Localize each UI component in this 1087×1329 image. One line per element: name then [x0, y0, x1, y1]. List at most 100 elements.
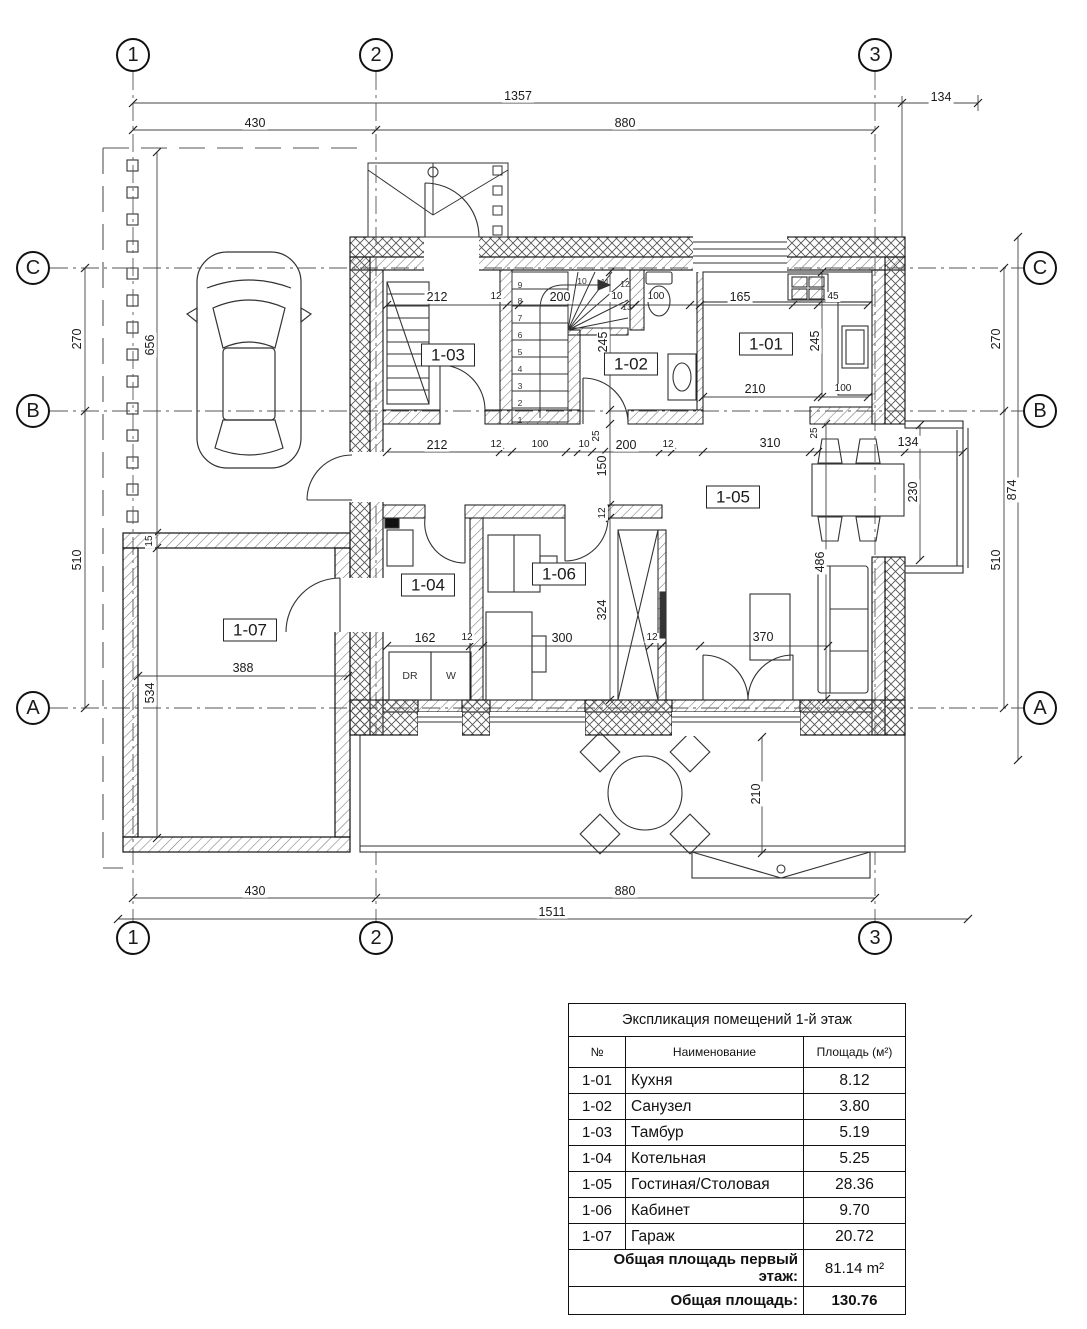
doors — [285, 182, 794, 701]
axis-bubble-label: B — [16, 394, 50, 428]
boiler-room-equipment — [384, 517, 472, 701]
schedule-col-number: № — [568, 1036, 626, 1068]
dim-label: 874 — [1004, 477, 1019, 503]
schedule-cell: 1-04 — [568, 1145, 626, 1172]
schedule-cell: 5.25 — [803, 1145, 906, 1172]
door-1-03 — [439, 364, 486, 411]
door-1-06 — [564, 517, 609, 562]
stair-arrow — [597, 279, 612, 291]
schedule-cell: Тамбур — [625, 1119, 804, 1146]
terrace-round-table — [607, 755, 683, 831]
dim-label: 430 — [242, 115, 268, 130]
dim-label: 15 — [144, 533, 155, 549]
dim-label: 162 — [412, 630, 438, 645]
stair-step-number: 2 — [517, 397, 523, 408]
appliance-label: DR — [402, 669, 418, 682]
stair-step-number: 6 — [517, 329, 523, 340]
appliance-label: W — [446, 669, 456, 682]
kitchen-counter — [702, 271, 873, 396]
dim-label: 200 — [613, 437, 639, 452]
dim-label: 388 — [230, 660, 256, 675]
axis-bubble-label: 3 — [858, 921, 892, 955]
stove — [791, 276, 808, 288]
schedule-cell: Котельная — [625, 1145, 804, 1172]
dim-label: 12 — [644, 632, 660, 643]
axis-bubble-label: 2 — [359, 921, 393, 955]
stair-step-number: 5 — [517, 346, 523, 357]
dimension-lines — [80, 95, 1023, 924]
stair-step-number: 1 — [517, 414, 523, 425]
fence-posts — [126, 159, 139, 523]
dim-label: 200 — [547, 289, 573, 304]
dim-label: 370 — [750, 629, 776, 644]
schedule-cell: Гостиная/Столовая — [625, 1171, 804, 1198]
schedule-total-row: Общая площадь:130.76 — [568, 1286, 906, 1315]
dim-label: 1357 — [502, 88, 534, 103]
stair-step-number: 11 — [600, 276, 610, 287]
dim-label: 270 — [69, 326, 84, 352]
dim-label: 212 — [424, 289, 450, 304]
dim-label: 12 — [597, 505, 608, 521]
dim-label: 12 — [488, 291, 504, 302]
windows — [418, 241, 800, 723]
interior-walls — [382, 269, 873, 701]
coffee-table — [749, 593, 791, 661]
room-label: 1-04 — [400, 573, 456, 597]
dim-label: 245 — [595, 329, 610, 355]
dim-label: 210 — [748, 781, 763, 807]
schedule-col-area: Площадь (м²) — [803, 1036, 906, 1068]
wardrobe-1-03 — [386, 281, 430, 405]
office-furniture — [485, 534, 558, 701]
dim-label: 230 — [905, 479, 920, 505]
schedule-cell: 5.19 — [803, 1119, 906, 1146]
dim-label: 100 — [832, 383, 854, 394]
dim-label: 880 — [612, 883, 638, 898]
stair-step-number: 9 — [517, 279, 523, 290]
schedule-cell: 1-06 — [568, 1197, 626, 1224]
furniture — [384, 271, 905, 701]
stair-step-number: 13 — [622, 301, 632, 312]
wall-openings — [334, 235, 800, 736]
schedule-cell: Санузел — [625, 1093, 804, 1120]
axis-bubble-label: B — [1023, 394, 1057, 428]
schedule-total-value: 130.76 — [803, 1286, 906, 1315]
schedule-cell: 9.70 — [803, 1197, 906, 1224]
dim-label: 270 — [988, 326, 1003, 352]
axis-bubble-label: 2 — [359, 38, 393, 72]
dim-label: 150 — [594, 453, 609, 479]
dim-label: 300 — [549, 630, 575, 645]
kitchen-sink — [841, 325, 869, 369]
stair-step-number: 4 — [517, 363, 523, 374]
door-to-carport — [306, 454, 353, 501]
axis-bubble-label: 3 — [858, 38, 892, 72]
room-label: 1-06 — [531, 562, 587, 586]
garage-door — [285, 577, 341, 633]
dim-label: 45 — [825, 291, 841, 302]
terrace — [359, 731, 906, 879]
stair-step-number: 8 — [517, 295, 523, 306]
site-boundary — [102, 147, 362, 869]
schedule-cell: 20.72 — [803, 1223, 906, 1250]
schedule-cell: 1-07 — [568, 1223, 626, 1250]
dim-label: 12 — [660, 439, 676, 450]
room-label: 1-07 — [222, 618, 278, 642]
schedule-cell: 1-03 — [568, 1119, 626, 1146]
dim-label: 310 — [757, 435, 783, 450]
dim-label: 10 — [609, 291, 625, 302]
dining-set — [811, 438, 905, 542]
dim-label: 134 — [895, 434, 921, 449]
schedule-cell: 3.80 — [803, 1093, 906, 1120]
axis-bubble-label: 1 — [116, 38, 150, 72]
schedule-cell: 1-01 — [568, 1067, 626, 1094]
schedule-total-label: Общая площадь первый этаж: — [568, 1249, 804, 1287]
bay-window — [904, 420, 969, 574]
tv-panel — [659, 591, 667, 639]
dim-label: 324 — [594, 597, 609, 623]
axis-bubble-label: 1 — [116, 921, 150, 955]
